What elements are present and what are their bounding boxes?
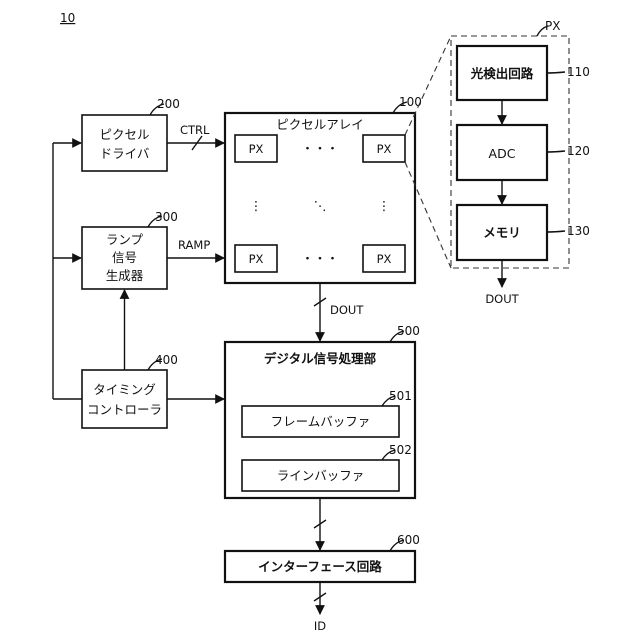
interface-label: インターフェース回路 (258, 559, 382, 574)
adc-label: ADC (489, 146, 516, 161)
ref-500: 500 (397, 324, 420, 338)
ref-110: 110 (567, 65, 590, 79)
ref-120: 120 (567, 144, 590, 158)
px-label-bottom-right: PX (377, 252, 392, 266)
dout-array-label: DOUT (330, 303, 364, 317)
pixel-driver-line1: ピクセル (99, 127, 149, 142)
ref-501: 501 (389, 389, 412, 403)
ref-130: 130 (567, 224, 590, 238)
id-label: ID (314, 619, 326, 633)
frame-buffer-label: フレームバッファ (271, 414, 371, 429)
pixel-array-title: ピクセルアレイ (276, 117, 364, 132)
ref-leader-110 (547, 72, 565, 73)
timing-ctrl-line1: タイミング (93, 382, 156, 397)
ref-200: 200 (157, 97, 180, 111)
timing-ctrl-box (82, 370, 167, 428)
pd-circuit-label: 光検出回路 (470, 66, 534, 81)
ref-leader-120 (547, 151, 565, 152)
dots-left: ⋮ (250, 198, 263, 213)
figure-ref: 10 (60, 11, 75, 25)
ramp-label: RAMP (178, 238, 210, 252)
px-label-top-left: PX (249, 142, 264, 156)
pixel-driver-line2: ドライバ (100, 146, 150, 161)
timing-ctrl-line2: コントローラ (87, 402, 162, 417)
ramp-gen-line2: 信号 (112, 250, 137, 265)
dots-bottom: ・・・ (301, 251, 339, 266)
ctrl-label: CTRL (180, 123, 210, 137)
px-label-top-right: PX (377, 142, 392, 156)
dots-center: ⋱ (314, 198, 327, 213)
ref-502: 502 (389, 443, 412, 457)
dots-right: ⋮ (378, 198, 391, 213)
ref-300: 300 (155, 210, 178, 224)
ref-600: 600 (397, 533, 420, 547)
pixel-driver-box (82, 115, 167, 171)
dots-top: ・・・ (301, 141, 339, 156)
dsp-title: デジタル信号処理部 (264, 351, 377, 366)
line-buffer-label: ラインバッファ (277, 468, 365, 483)
ramp-gen-line1: ランプ (106, 232, 144, 247)
memory-label: メモリ (483, 225, 521, 240)
ref-leader-130 (547, 231, 565, 232)
px-label-bottom-left: PX (249, 252, 264, 266)
ramp-gen-line3: 生成器 (106, 268, 144, 283)
dout-px-label: DOUT (485, 292, 519, 306)
px-detail-label: PX (545, 19, 560, 33)
ref-400: 400 (155, 353, 178, 367)
